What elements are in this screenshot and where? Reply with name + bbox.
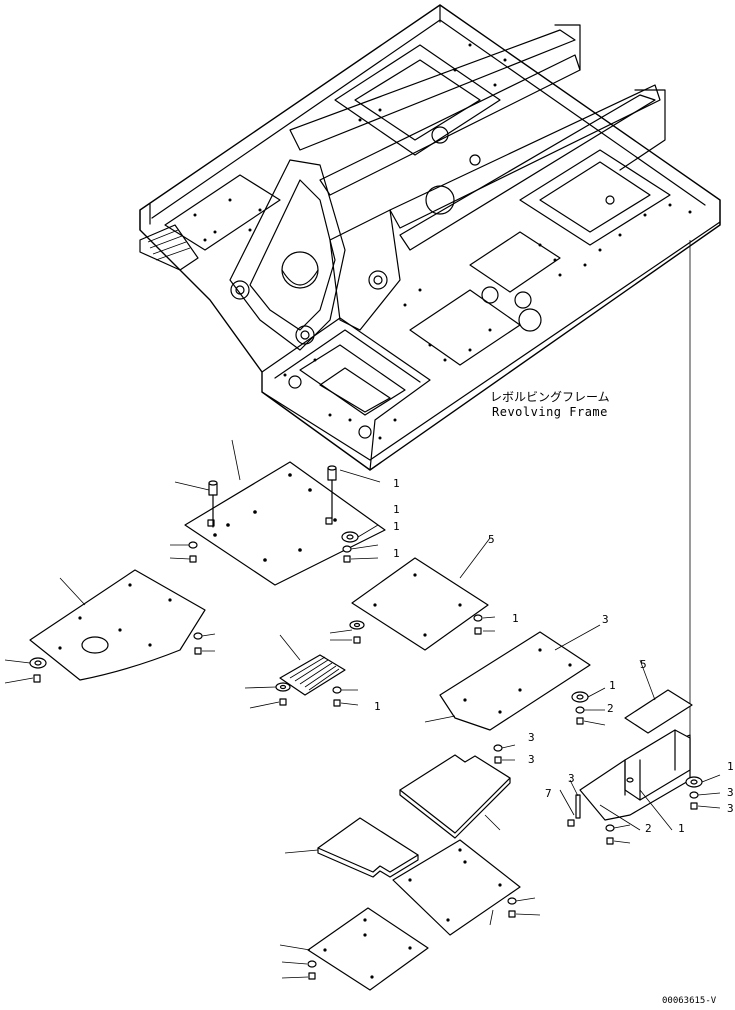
cover-plate-g — [392, 839, 521, 936]
callout-13: 1 — [374, 700, 381, 713]
fastener-group-c — [329, 614, 496, 644]
fastener-group-d — [493, 687, 606, 764]
document-id: 00063615-V — [662, 996, 717, 1006]
callout-12: 3 — [528, 753, 535, 766]
fastener-group-a — [169, 524, 379, 563]
cover-plate-a — [174, 439, 386, 586]
callout-18: 2 — [645, 822, 652, 835]
box-bracket-assembly — [579, 729, 691, 831]
frame-label-jp: レボルビングフレーム — [490, 390, 610, 404]
fastener-group-b — [4, 632, 216, 684]
callout-11: 3 — [528, 731, 535, 744]
cover-plate-b — [29, 569, 206, 681]
callout-19: 7 — [545, 787, 552, 800]
cover-plate-d — [424, 624, 601, 731]
callout-4: 1 — [393, 547, 400, 560]
callout-3: 1 — [393, 520, 400, 533]
fastener-group-g — [507, 897, 541, 918]
callout-6: 1 — [512, 612, 519, 625]
fastener-group-louver — [244, 682, 359, 709]
cover-plate-e — [399, 754, 511, 839]
callout-9: 1 — [609, 679, 616, 692]
callout-numbers: 1 1 1 1 5 1 3 5 1 2 3 3 1 1 3 3 1 2 7 3 — [374, 477, 734, 835]
callout-7: 3 — [602, 613, 609, 626]
frame-label-en: Revolving Frame — [492, 405, 608, 419]
revolving-frame — [139, 4, 721, 745]
callout-14: 1 — [727, 760, 734, 773]
callout-10: 2 — [607, 702, 614, 715]
callout-1: 1 — [393, 477, 400, 490]
callout-17: 1 — [678, 822, 685, 835]
fastener-group-box — [559, 774, 721, 845]
callout-5: 5 — [488, 533, 495, 546]
cover-plate-f — [284, 817, 419, 878]
callout-2: 1 — [393, 503, 400, 516]
louver-cover — [279, 634, 346, 696]
cover-plate-h — [279, 907, 429, 991]
callout-16: 3 — [727, 802, 734, 815]
small-cover-plate — [624, 659, 693, 734]
cover-plate-c — [351, 537, 491, 651]
callout-8: 5 — [640, 658, 647, 671]
fastener-group-h — [281, 960, 317, 980]
callout-20: 3 — [568, 772, 575, 785]
callout-15: 3 — [727, 786, 734, 799]
